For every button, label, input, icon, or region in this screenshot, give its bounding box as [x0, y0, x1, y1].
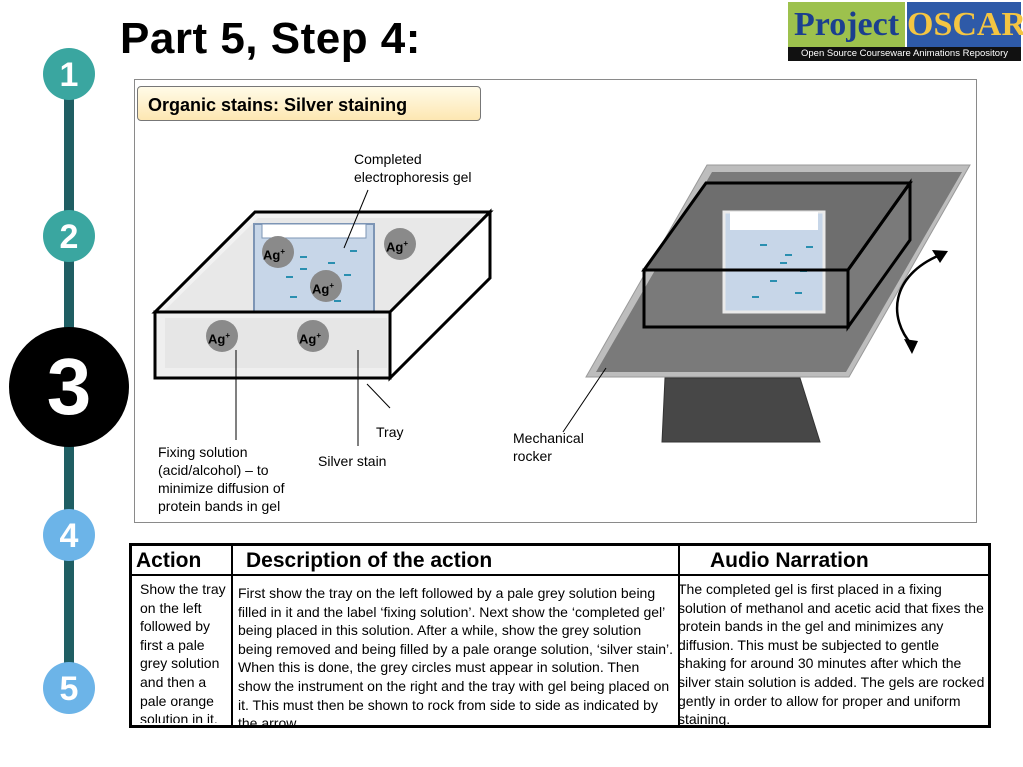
page-title: Part 5, Step 4: [120, 14, 421, 63]
label-mechanical-rocker: Mechanical rocker [513, 430, 584, 464]
step-4-circle[interactable] [43, 509, 95, 561]
step-rail [9, 48, 129, 714]
header-action: Action [136, 549, 202, 572]
tray-on-rocker [641, 178, 913, 332]
header-description: Description of the action [246, 549, 493, 572]
table-col-divider-2 [678, 546, 680, 725]
step-2-circle[interactable] [43, 210, 95, 262]
ag-ion-label-1: Ag+ [263, 247, 286, 263]
step-5-circle[interactable] [43, 662, 95, 714]
ag-ion-1 [262, 236, 294, 268]
header-audio-narration: Audio Narration [710, 549, 869, 572]
ag-ion-2 [384, 228, 416, 260]
cell-action: Show the tray on the left followed by fi… [140, 581, 226, 723]
label-fixing-solution: Fixing solution (acid/alcohol) – to mini… [158, 444, 285, 514]
ag-ion-5 [297, 320, 329, 352]
label-completed-gel: Completed electrophoresis gel [354, 151, 472, 185]
step-3-circle-active[interactable] [9, 327, 129, 447]
step-1-number: 1 [59, 56, 79, 94]
ag-ion-label-4: Ag+ [208, 331, 231, 347]
step-3-number: 3 [46, 342, 92, 431]
step-2-number: 2 [59, 218, 79, 256]
label-tray: Tray [376, 424, 404, 440]
logo-subtitle: Open Source Courseware Animations Reposi… [788, 47, 1021, 61]
cell-description: First show the tray on the left followed… [238, 585, 674, 725]
logo-word-oscar: OSCAR [907, 2, 1023, 47]
silver-ions [206, 228, 416, 352]
cell-audio-narration: The completed gel is first placed in a f… [678, 581, 985, 725]
rocking-arrow-icon [895, 250, 948, 354]
solution-front [165, 318, 387, 368]
ag-ion-3 [310, 270, 342, 302]
step-1-circle[interactable] [43, 48, 95, 100]
diagram-subtitle: Organic stains: Silver staining [137, 86, 481, 121]
ag-ion-label-3: Ag+ [312, 281, 335, 297]
logo-word-project: Project [788, 2, 905, 47]
step-4-number: 4 [59, 517, 79, 555]
label-silver-stain: Silver stain [318, 453, 387, 469]
table-header-divider [132, 574, 988, 576]
ag-ion-4 [206, 320, 238, 352]
step-5-number: 5 [59, 670, 79, 708]
ag-ion-label-5: Ag+ [299, 331, 322, 347]
tray-side-face [388, 208, 492, 382]
table-col-divider-1 [231, 546, 233, 725]
rocker-base [661, 377, 821, 443]
project-oscar-logo: Project OSCAR Open Source Courseware Ani… [788, 2, 1023, 61]
action-table: Action Description of the action Audio N… [129, 543, 991, 728]
electrophoresis-gel [253, 223, 375, 327]
ag-ion-label-2: Ag+ [386, 239, 409, 255]
